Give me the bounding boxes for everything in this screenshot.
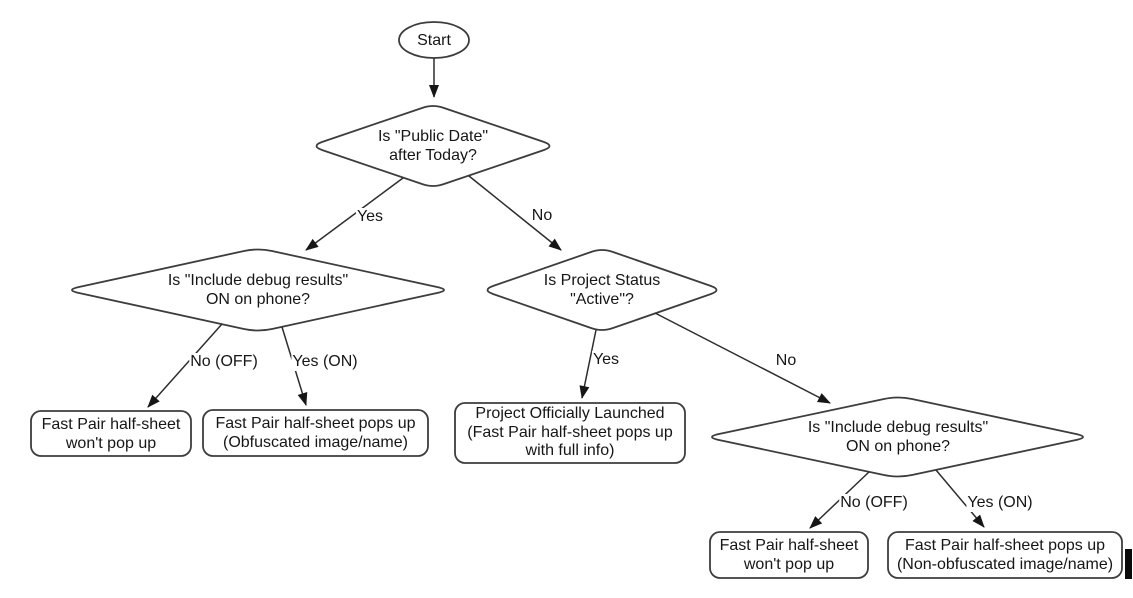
result-obfuscated-shape: [202, 409, 429, 457]
text-cursor-artifact: [1125, 549, 1132, 579]
decision-public-date-label: Is "Public Date" after Today?: [377, 128, 489, 164]
decision-debug-right-label: Is "Include debug results" ON on phone?: [807, 419, 989, 455]
start-node-label: Start: [417, 31, 451, 49]
decision-debug-left-shape: [71, 248, 445, 332]
edge-project-status-yes: [579, 329, 597, 399]
edge-label-debug-right-no: No (OFF): [839, 494, 909, 512]
result-obfuscated-label: Fast Pair half-sheet pops up (Obfuscated…: [215, 415, 416, 451]
edge-debug-left-no: [147, 323, 223, 408]
decision-project-status-shape: [486, 249, 718, 331]
edge-label-project-status-yes: Yes: [591, 351, 621, 369]
result-non-obfuscated-label: Fast Pair half-sheet pops up (Non-obfusc…: [896, 537, 1114, 573]
edge-label-debug-left-yes: Yes (ON): [291, 353, 359, 371]
edge-public-date-yes: [305, 177, 404, 251]
result-no-popup-left-shape: [30, 410, 192, 457]
edge-debug-right-yes: [935, 469, 985, 528]
edge-label-public-date-yes: Yes: [355, 208, 385, 226]
result-launched-shape: [454, 402, 686, 464]
result-launched-label: Project Officially Launched (Fast Pair h…: [467, 405, 673, 460]
edge-public-date-no: [468, 175, 562, 251]
decision-debug-left-label: Is "Include debug results" ON on phone?: [167, 272, 349, 308]
decision-debug-right-shape: [711, 396, 1084, 478]
decision-project-status-label: Is Project Status "Active"?: [543, 272, 661, 308]
result-non-obfuscated-shape: [887, 531, 1123, 579]
result-no-popup-left-label: Fast Pair half-sheet won't pop up: [41, 415, 181, 452]
edge-project-status-no: [654, 312, 831, 404]
edge-label-debug-left-no: No (OFF): [189, 353, 259, 371]
result-no-popup-right-label: Fast Pair half-sheet won't pop up: [719, 537, 859, 573]
decision-public-date-shape: [315, 105, 551, 187]
edge-label-public-date-no: No: [530, 207, 554, 225]
edge-label-debug-right-yes: Yes (ON): [966, 494, 1034, 512]
edge-label-project-status-no: No: [774, 352, 798, 370]
result-no-popup-right-shape: [709, 531, 869, 579]
